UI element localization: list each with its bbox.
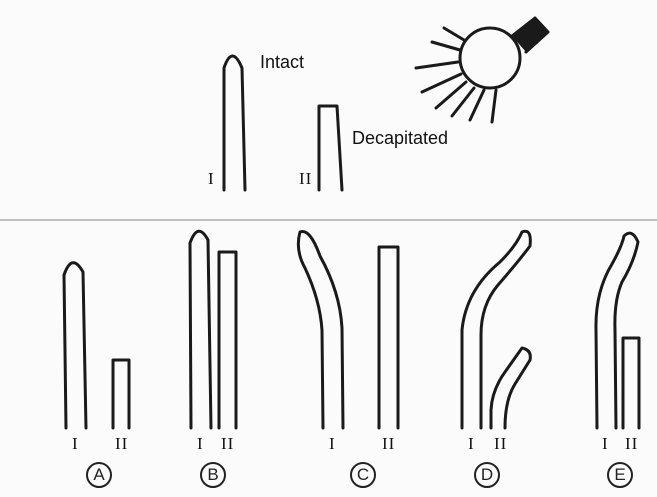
light-bulb-icon — [416, 18, 548, 122]
seedling-decapitated-II — [319, 106, 342, 190]
option-C-badge[interactable]: C — [350, 462, 376, 488]
option-E-badge[interactable]: E — [607, 462, 633, 488]
option-C-seedling-II — [379, 247, 398, 428]
label-E-I: I — [602, 434, 609, 454]
option-A-badge[interactable]: A — [86, 462, 112, 488]
option-B-seedling-II — [219, 252, 236, 428]
option-A-seedling-II — [113, 360, 129, 428]
option-C-seedling-I — [298, 232, 343, 429]
option-E-seedling-I — [596, 233, 638, 428]
option-D-badge[interactable]: D — [474, 462, 500, 488]
label-A-I: I — [72, 434, 79, 454]
label-C-II: II — [382, 434, 395, 454]
label-intact: Intact — [260, 52, 304, 73]
label-E-II: II — [625, 434, 638, 454]
label-seedling-I-top: I — [208, 169, 215, 189]
label-B-II: II — [221, 434, 234, 454]
option-B-badge[interactable]: B — [200, 462, 226, 488]
label-seedling-II-top: II — [299, 169, 312, 189]
option-E-seedling-II — [623, 338, 639, 428]
option-D-seedling-II — [491, 348, 530, 428]
seedling-intact-I — [224, 56, 245, 190]
label-decapitated: Decapitated — [352, 128, 448, 149]
label-D-I: I — [468, 434, 475, 454]
option-B-seedling-I — [190, 231, 211, 428]
label-B-I: I — [197, 434, 204, 454]
option-D-seedling-I — [462, 231, 530, 428]
option-A-seedling-I — [64, 263, 86, 428]
label-C-I: I — [329, 434, 336, 454]
label-D-II: II — [494, 434, 507, 454]
label-A-II: II — [115, 434, 128, 454]
